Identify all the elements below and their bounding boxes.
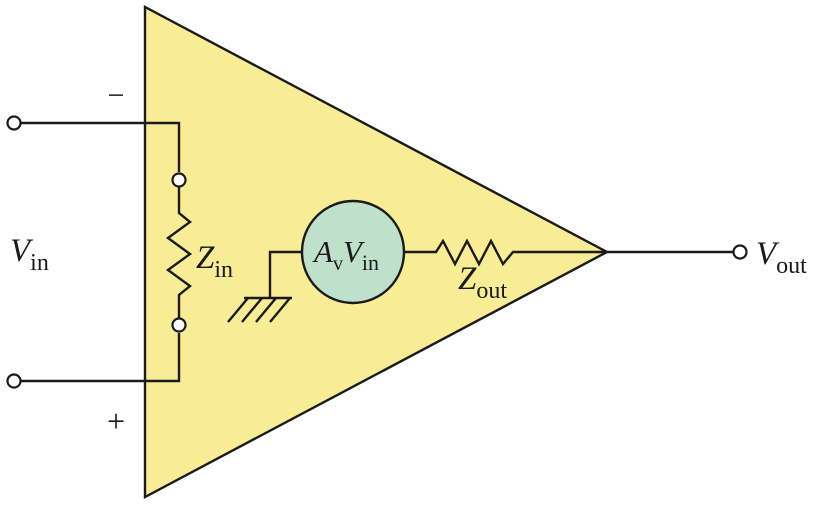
zout-label-sub: out — [476, 278, 507, 304]
zin-bottom-node — [171, 317, 187, 333]
plus-sign: + — [107, 403, 125, 439]
vout-label: Vout — [756, 236, 807, 279]
source-label-a: A — [312, 234, 334, 269]
zin-label-sub: in — [214, 257, 233, 283]
vout-label-main: V — [756, 236, 780, 272]
zout-label: Zout — [458, 261, 507, 304]
ground-icon — [227, 296, 292, 323]
zin-label: Zin — [196, 240, 233, 283]
source-label-a-sub: v — [333, 253, 343, 275]
vin-label: Vin — [10, 233, 49, 276]
source-label-v: V — [343, 234, 365, 269]
vin-label-main: V — [10, 233, 34, 269]
zout-label-main: Z — [458, 261, 477, 297]
minus-sign: − — [108, 79, 125, 112]
noninverting-input-wire — [21, 333, 181, 383]
source-label-v-sub: in — [362, 250, 379, 275]
ground-wire — [268, 250, 301, 298]
output-terminal — [732, 244, 748, 260]
zin-top-node — [171, 172, 187, 188]
vin-label-sub: in — [30, 250, 49, 276]
source-label: AvVin — [312, 234, 379, 275]
noninverting-input-terminal — [6, 373, 22, 389]
inverting-input-terminal — [6, 115, 22, 131]
inverting-input-wire — [21, 121, 181, 172]
zin-resistor-icon — [165, 187, 193, 318]
zout-resistor-icon — [404, 238, 733, 267]
vout-label-sub: out — [776, 253, 807, 279]
zin-label-main: Z — [196, 240, 215, 276]
